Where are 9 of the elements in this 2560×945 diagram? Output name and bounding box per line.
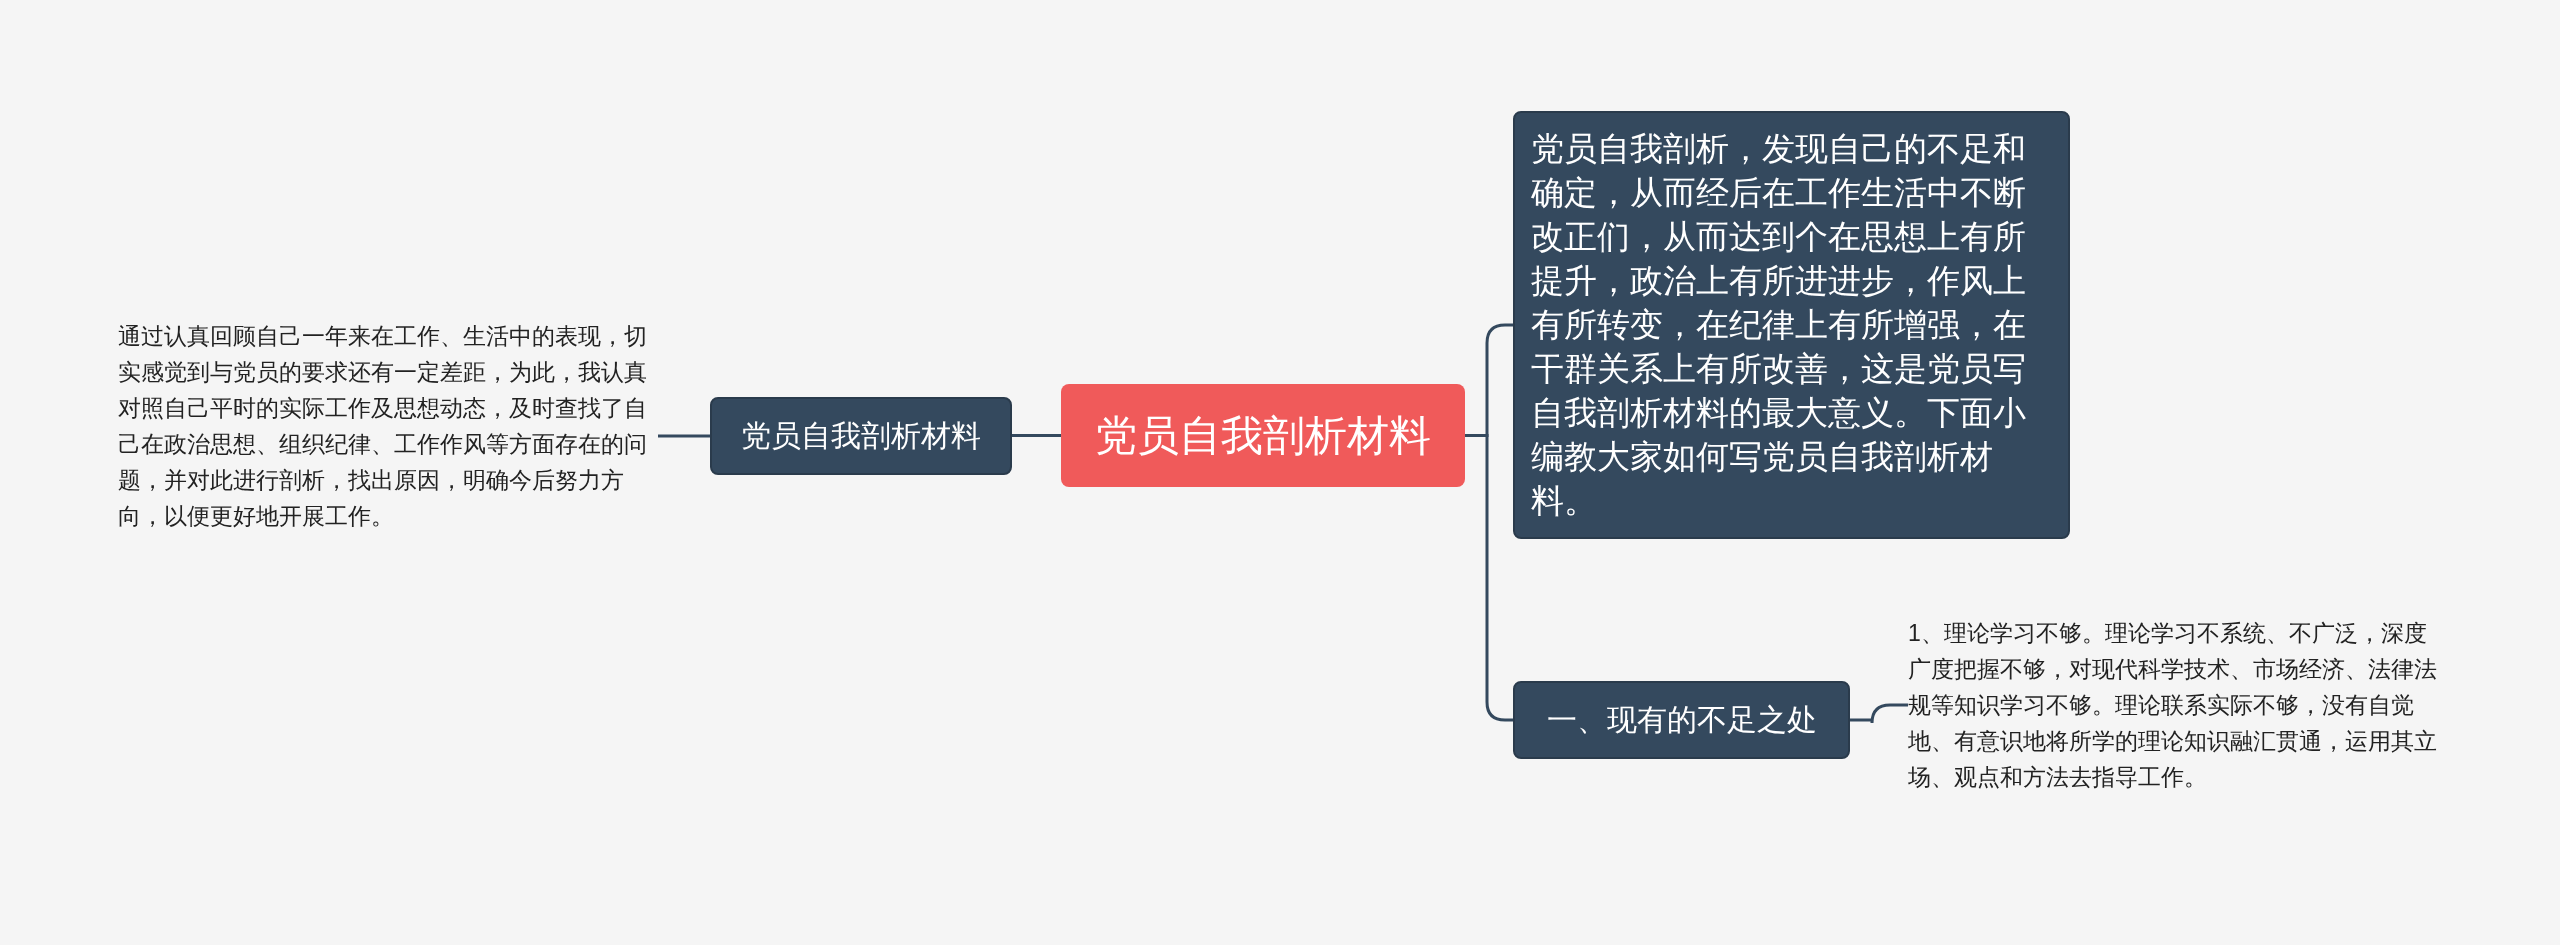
connector-line [1012, 434, 1061, 437]
note-text: 1、理论学习不够。理论学习不系统、不广泛，深度广度把握不够，对现代科学技术、市场经济、法律法规等知识学习不够。理论联系实际不够，没有自觉地、有意识地将所学的理论知识融汇贯通，运用其立场、观点和方法去指导工作。 [1908, 615, 2448, 795]
topic-box: 一、现有的不足之处 [1513, 681, 1850, 759]
topic-box: 党员自我剖析，发现自己的不足和确定，从而经后在工作生活中不断改正们，从而达到个在思想上有所提升，政治上有所进进步，作风上有所转变，在纪律上有所增强，在干群关系上有所改善，这是党员写自我剖析材料的最大意义。下面小编教大家如何写党员自我剖析材料。 [1513, 111, 2070, 539]
topic-box: 党员自我剖析材料 [710, 397, 1012, 475]
note-text: 通过认真回顾自己一年来在工作、生活中的表现，切实感觉到与党员的要求还有一定差距，为此，我认真对照自己平时的实际工作及思想动态，及时查找了自己在政治思想、组织纪律、工作作风等方面存在的问题，并对此进行剖析，找出原因，明确今后努力方向，以便更好地开展工作。 [118, 318, 658, 534]
connector-line [1850, 703, 1908, 725]
connector-line [658, 434, 710, 438]
root-topic-box: 党员自我剖析材料 [1061, 384, 1465, 487]
